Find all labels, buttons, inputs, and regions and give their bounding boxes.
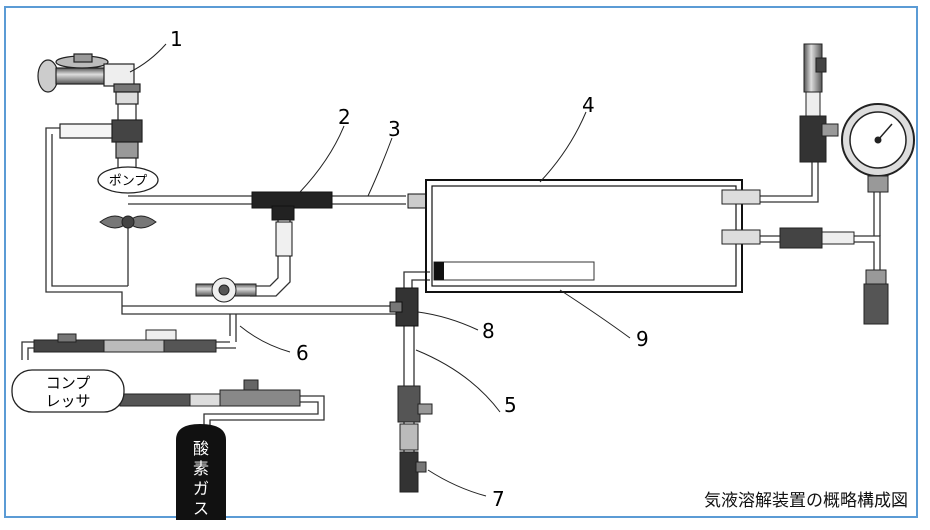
flow-meter [195,277,257,303]
oxygen-label-char2: 素 [193,459,209,478]
piping [21,88,881,480]
upper-right-valve [799,43,839,163]
oxygen-label-char4: ス [193,499,209,518]
label-9: 9 [636,327,649,351]
label-8: 8 [482,319,495,343]
oxygen-label-char3: ガ [193,479,209,498]
pump-label: ポンプ [109,174,148,189]
oxygen-label-char1: 酸 [193,439,209,458]
label-5: 5 [504,393,517,417]
pump-body-icon [99,215,157,229]
label-3: 3 [388,117,401,141]
pressure-gauge-icon [841,103,915,193]
label-2: 2 [338,105,351,129]
compressor-label-line2: レッサ [45,392,90,410]
part-numbers: 1 2 3 4 5 6 7 8 9 [170,27,649,511]
pump: ポンプ [97,166,159,194]
diagram-caption: 気液溶解装置の概略構成図 [704,491,908,511]
mixer-t-joint [251,191,427,257]
drain-line-fittings [397,385,433,493]
label-4: 4 [582,93,595,117]
label-1: 1 [170,27,183,51]
diagram-frame [4,6,918,518]
faucet [37,53,143,159]
leader-lines [129,43,631,497]
label-6: 6 [296,341,309,365]
three-way-valve [389,287,419,327]
oxygen-cylinder: 酸 素 ガ ス [176,424,226,520]
compressor-line-fittings [33,329,301,407]
dissolution-tank [425,179,761,293]
label-7: 7 [492,487,505,511]
lower-right-valve [779,227,889,325]
compressor-label-line1: コンプ [46,374,91,392]
compressor: コンプ レッサ [11,369,125,413]
